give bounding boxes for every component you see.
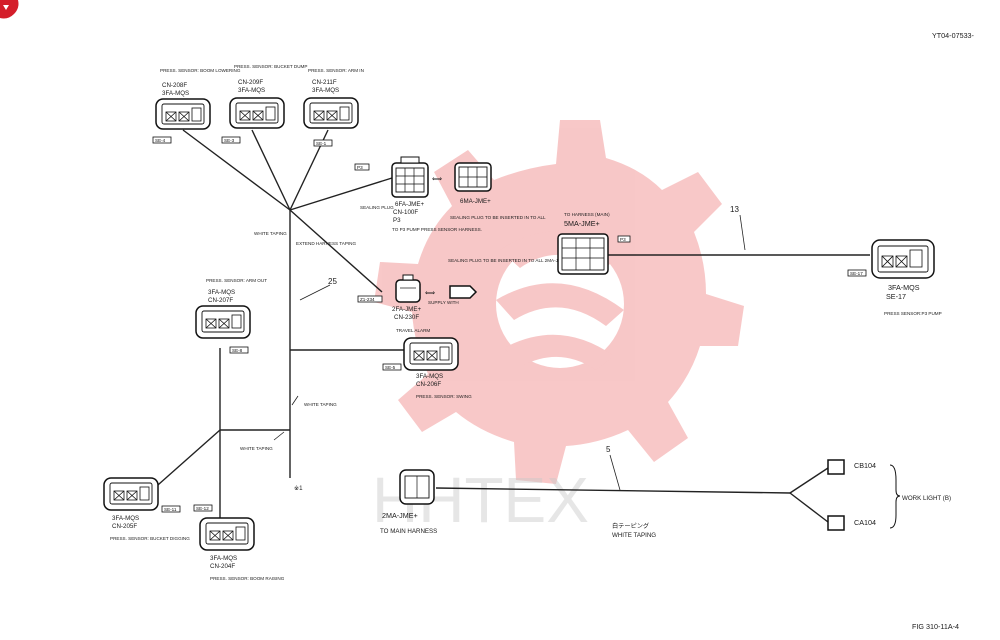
cb104-label: CB104	[854, 461, 876, 470]
sensor-bucket-dump: PRESS. SENSOR: BUCKET DUMP CN-209F 3FA-M…	[221, 64, 307, 144]
sensor-bucket-digging: SE-11 3FA-MQS CN-205F PRESS. SENSOR: BUC…	[103, 477, 190, 541]
connector-harness-main: TO HARNESS (MAIN) 5MA-JME+ P3	[557, 212, 631, 275]
sealing-plug-label: SEALING PLUG	[360, 205, 394, 210]
connector-type: 2MA-JME+	[382, 511, 418, 520]
harness-type: 5MA-JME+	[564, 219, 600, 228]
sensor-arm-out: PRESS. SENSOR: ARM OUT 3FA-MQS CN-207F S…	[195, 278, 267, 354]
sensor-name: PRESS. SENSOR: BOOM LOWERING	[160, 68, 241, 73]
ref-number-5: 5	[606, 445, 611, 454]
sensor-type: 3FA-MQS	[112, 515, 139, 522]
sensor-id: SE-17	[886, 292, 906, 301]
sensor-p3-pump: SE-17 3FA-MQS SE-17 PRESS SENSOR:P3 PUMP	[847, 239, 942, 316]
sensor-name: PRESS. SENSOR: BOOM RAISING	[210, 576, 285, 581]
ref-number-25: 25	[328, 277, 337, 286]
sensor-name: PRESS. SENSOR: ARM OUT	[206, 278, 267, 283]
sensor-tag: SE-4	[155, 138, 166, 143]
connector-note: TO MAIN HARNESS	[380, 528, 437, 535]
sensor-type: 3FA-MQS	[208, 289, 235, 296]
ref-number-13: 13	[730, 205, 739, 214]
figure-number: FIG 310-11A-4	[912, 622, 959, 631]
white-taping-label-1: WHITE TAPING	[254, 231, 287, 236]
sensor-tag: SE-8	[232, 348, 243, 353]
sensor-type: 3FA-MQS	[888, 283, 920, 292]
connector-id: CN-100F	[393, 209, 418, 216]
plug-note: SEALING PLUG TO BE INSERTED IN TO ALL	[450, 215, 546, 220]
white-taping-label-3: WHITE TAPING	[240, 446, 273, 451]
connector-id: CN-230F	[394, 314, 419, 321]
sensor-arm-in: PRESS. SENSOR: ARM IN CN-211F 3FA-MQS SE…	[303, 68, 364, 147]
corner-badge	[0, 0, 19, 19]
sensor-id: CN-208F	[162, 82, 187, 89]
connector-type: 6FA-JME+	[395, 201, 424, 208]
sensor-name: PRESS SENSOR:P3 PUMP	[884, 311, 942, 316]
supply-label: SUPPLY WITH	[428, 300, 459, 305]
sensor-tag: SE-12	[196, 506, 209, 511]
sensor-id: CN-206F	[416, 381, 441, 388]
white-taping-label-2: WHITE TAPING	[304, 402, 337, 407]
harness-label: TO HARNESS (MAIN)	[564, 212, 610, 217]
plug-note: SEALING PLUG TO BE INSERTED IN TO ALL 2M…	[448, 258, 568, 263]
connector-note: TRAVEL ALARM	[396, 328, 430, 333]
wire-harness-lines	[149, 129, 870, 523]
sensor-id: CN-211F	[312, 79, 337, 86]
connector-cn100f: P3 SEALING PLUG 6FA-JME+ CN-100F P3 TO P…	[354, 156, 546, 232]
connector-tag: Z1-234	[360, 297, 375, 302]
connector-tag: P3	[357, 165, 363, 170]
sensor-id: CN-205F	[112, 523, 137, 530]
connector-cn230f: Z1-234 2FA-JME+ CN-230F TRAVEL ALARM ⟺ S…	[357, 258, 568, 333]
connector-note: TO P3 PUMP PRESS SENSOR HARNESS.	[392, 227, 482, 232]
sensor-id: CN-207F	[208, 297, 233, 304]
sensor-boom-raising: SE-12 3FA-MQS CN-204F PRESS. SENSOR: BOO…	[193, 504, 285, 581]
mate-connector-type: 6MA-JME+	[460, 198, 491, 205]
sensor-name: PRESS. SENSOR: ARM IN	[308, 68, 364, 73]
work-light-connectors: CB104 CA104 WORK LIGHT (B)	[827, 459, 951, 531]
connector-main-harness-2ma: 2MA-JME+ TO MAIN HARNESS	[380, 469, 437, 535]
sensor-type: 3FA-MQS	[210, 555, 237, 562]
sensor-name: PRESS. SENSOR: BUCKET DIGGING	[110, 536, 190, 541]
sensor-tag: SE-11	[164, 507, 177, 512]
sensor-swing: SE-5 3FA-MQS CN-206F PRESS. SENSOR: SWIN…	[382, 337, 472, 399]
connector-sub: P3	[393, 217, 401, 224]
svg-text:⟺: ⟺	[425, 288, 435, 297]
ca104-label: CA104	[854, 518, 876, 527]
sensor-tag: SE-3	[224, 138, 235, 143]
connector-type: 2FA-JME+	[392, 306, 421, 313]
svg-text:⟺: ⟺	[432, 174, 442, 183]
sensor-type: 3FA-MQS	[238, 87, 265, 94]
extend-harness-label: EXTEND HARNESS TAPING	[296, 241, 356, 246]
harness-tag: P3	[620, 237, 626, 242]
sensor-type: 3FA-MQS	[162, 90, 189, 97]
sensor-tag: SE-5	[385, 365, 396, 370]
sensor-name: PRESS. SENSOR: SWING	[416, 394, 472, 399]
doc-id: YT04-07533-	[932, 31, 975, 40]
sensor-id: CN-209F	[238, 79, 263, 86]
sensor-tag: SE-17	[850, 271, 863, 276]
sensor-type: 3FA-MQS	[416, 373, 443, 380]
watermark-gear	[374, 120, 744, 484]
sensor-tag: SE-1	[316, 141, 327, 146]
work-light-label: WORK LIGHT (B)	[902, 495, 951, 502]
ref-mark-k1: ※1	[294, 485, 303, 492]
sensor-type: 3FA-MQS	[312, 87, 339, 94]
sensor-name: PRESS. SENSOR: BUCKET DUMP	[234, 64, 307, 69]
jp-taping-label: 白テーピング	[612, 522, 649, 530]
white-taping-label-4: WHITE TAPING	[612, 532, 656, 539]
sensor-boom-lowering: PRESS. SENSOR: BOOM LOWERING CN-208F 3FA…	[152, 68, 241, 144]
sensor-id: CN-204F	[210, 563, 235, 570]
